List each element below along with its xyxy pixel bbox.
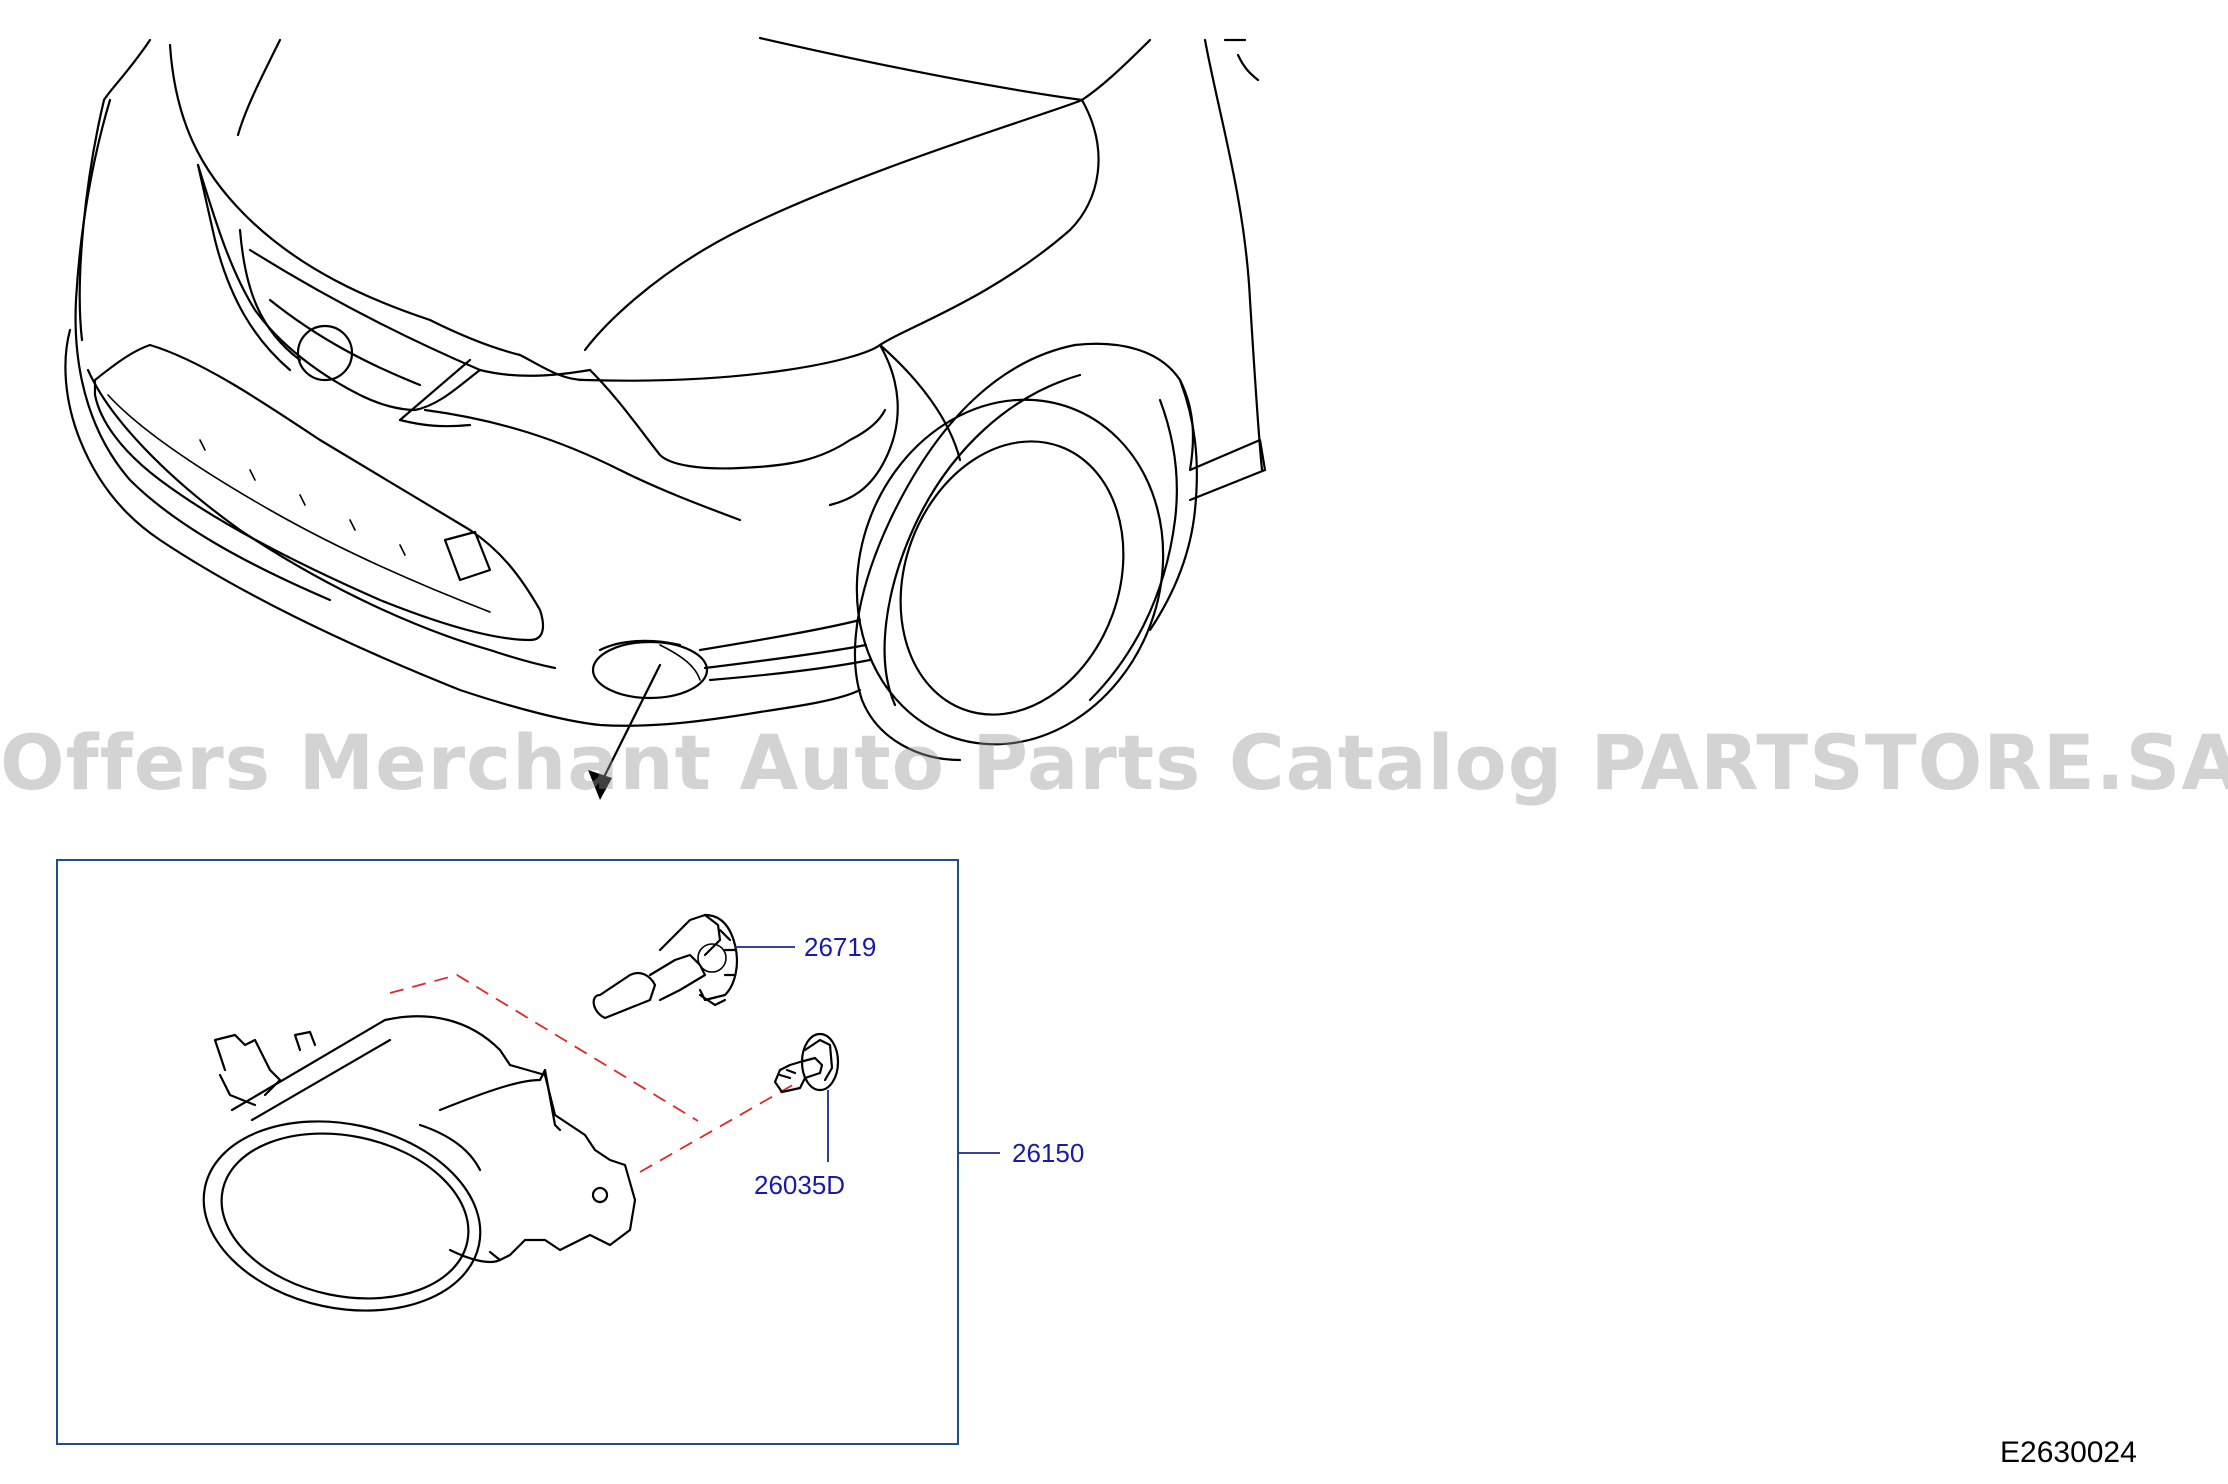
part-number-26035D[interactable]: 26035D bbox=[754, 1170, 846, 1200]
assembly-dashed-line bbox=[389, 974, 799, 1173]
screw-icon bbox=[773, 1032, 840, 1094]
bulb-icon bbox=[592, 913, 739, 1020]
vehicle-front-illustration bbox=[64, 36, 1267, 800]
part-number-26150[interactable]: 26150 bbox=[1012, 1138, 1085, 1168]
diagram-code: E2630024 bbox=[2000, 1436, 2137, 1469]
watermark: Offers Merchant Auto Parts Catalog PARTS… bbox=[0, 718, 2228, 807]
fog-lamp-assembly-icon bbox=[202, 1015, 637, 1312]
part-number-26719[interactable]: 26719 bbox=[804, 932, 877, 962]
detail-frame bbox=[56, 859, 959, 1445]
